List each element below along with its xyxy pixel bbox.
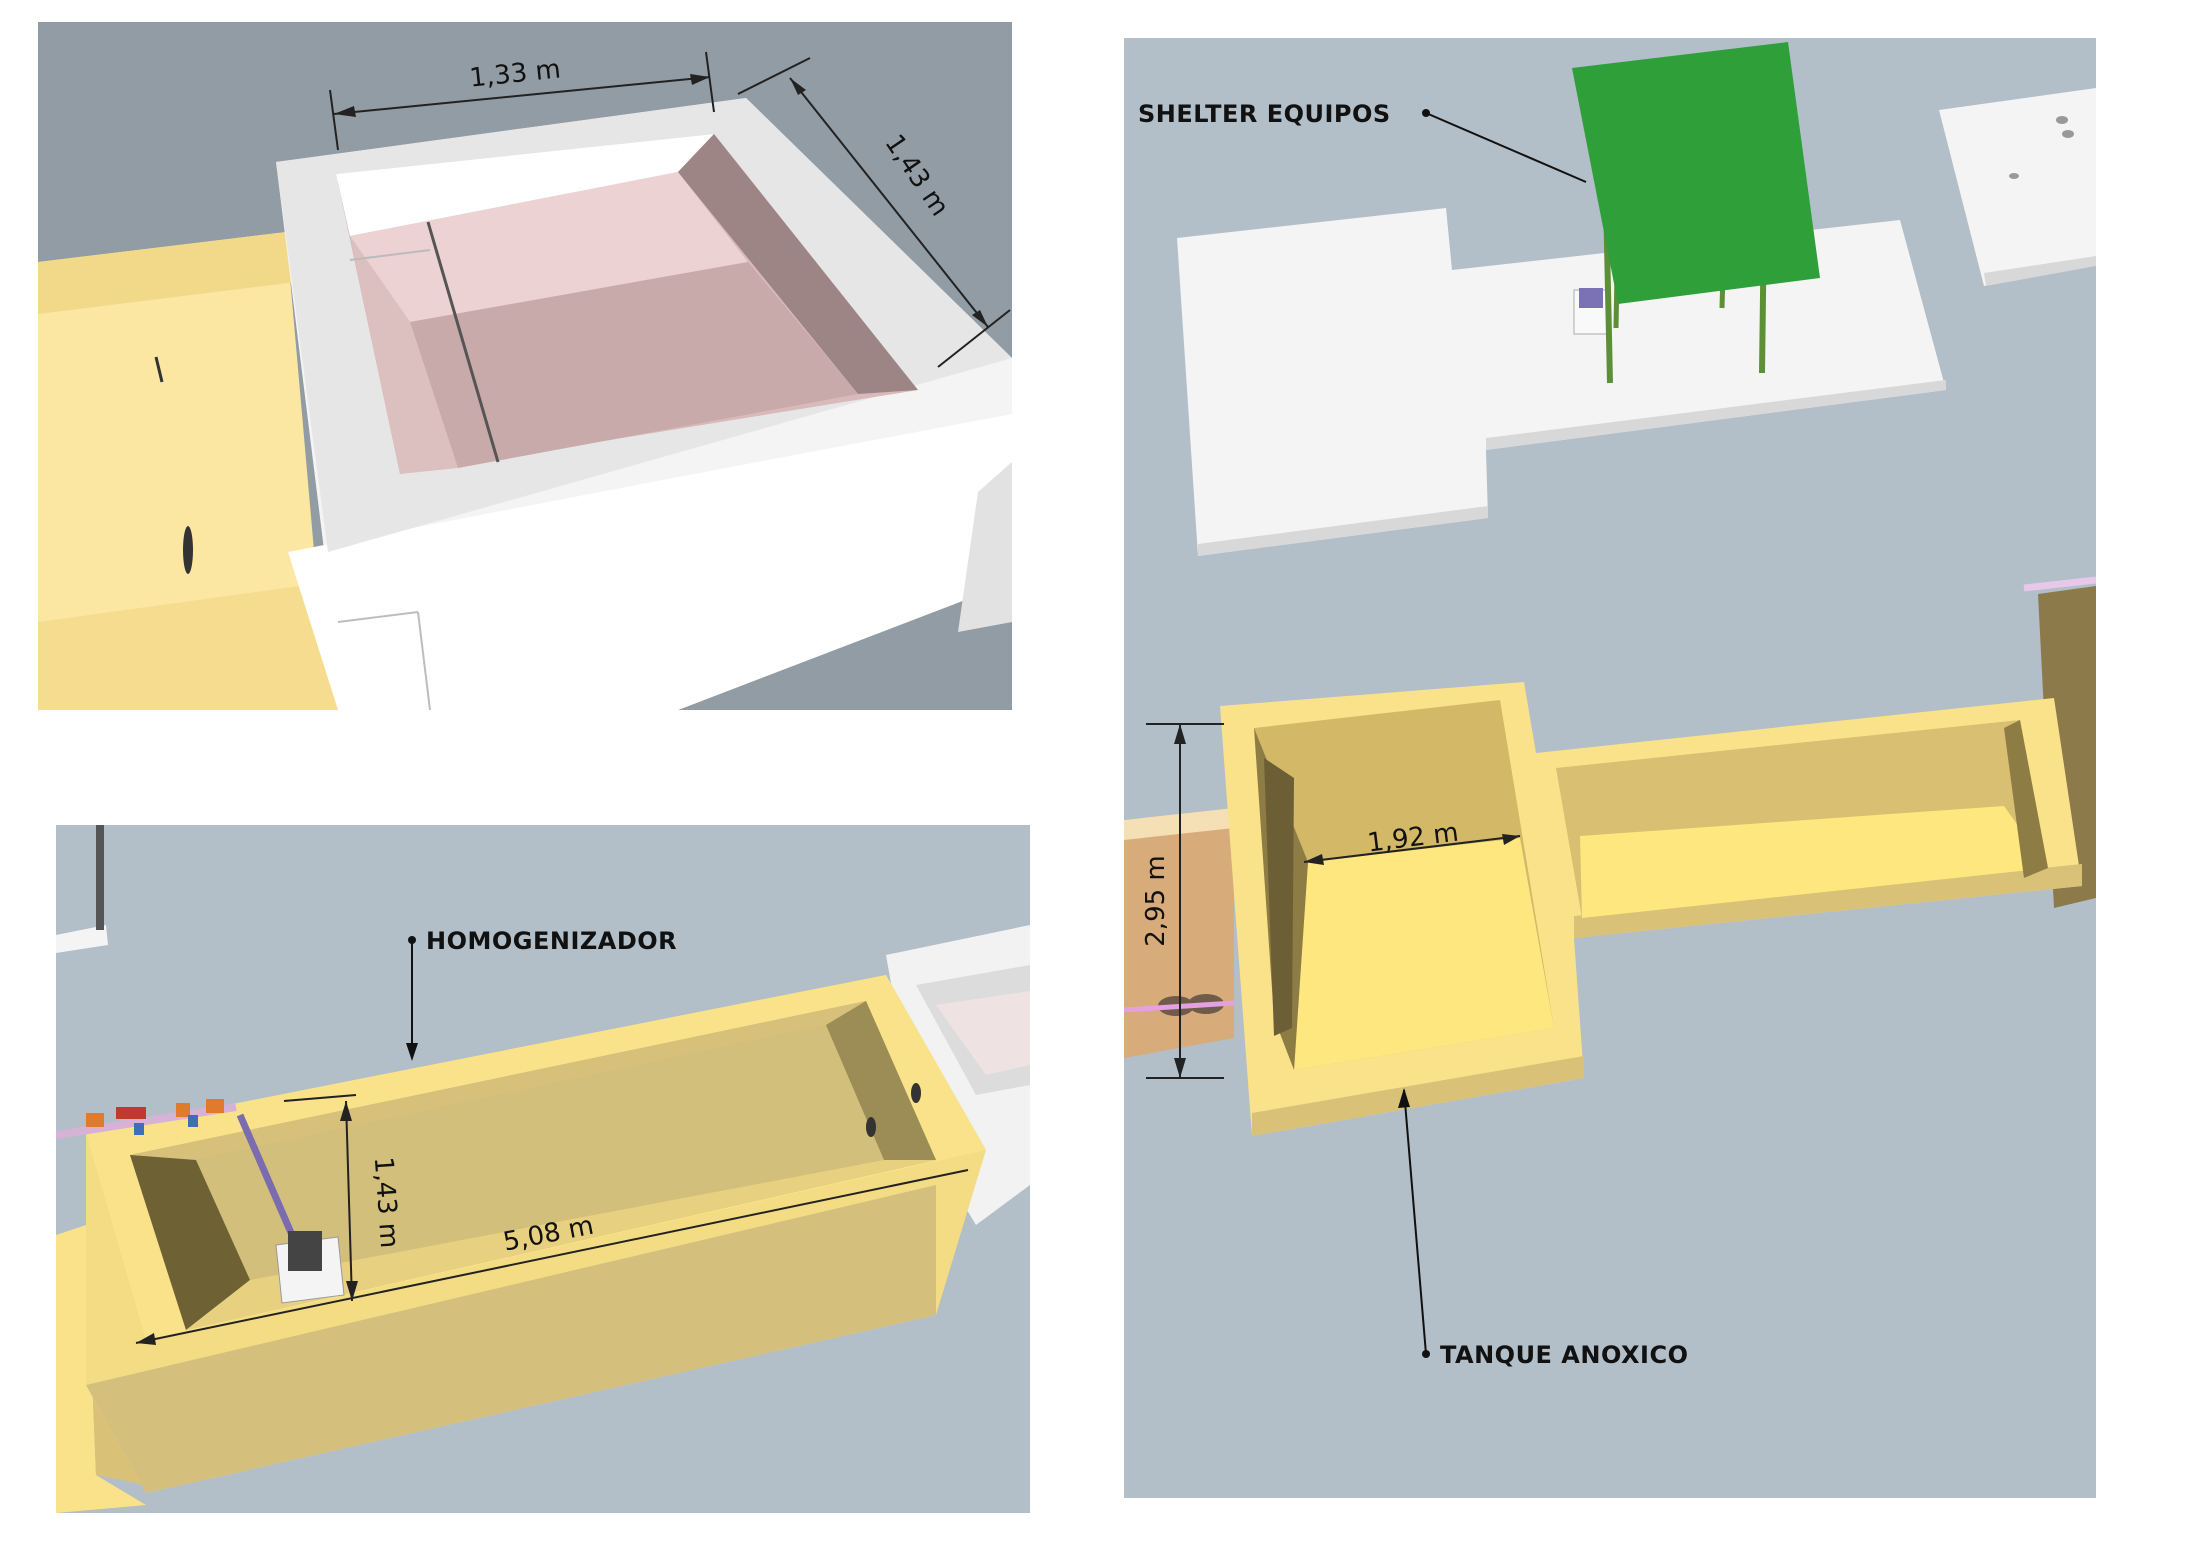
dimension-line-inner-width [1303, 835, 1521, 863]
shelter-roof [1572, 42, 1820, 304]
dimension-line-length [135, 1169, 969, 1344]
pipe-hole [183, 526, 193, 574]
right-drawing: SHELTER EQUIPOS 1,92 m 2,95 m [1124, 38, 2096, 1498]
adjacent-yellow-tank [38, 232, 328, 710]
pump-icon [288, 1231, 322, 1271]
valve-fitting [86, 1113, 104, 1127]
equipment-unit [1579, 288, 1603, 308]
slot-mark [154, 356, 164, 383]
callout-homogenizador: HOMOGENIZADOR [426, 927, 677, 955]
panel-bottom-left-homogenizer-view: HOMOGENIZADOR 1,43 m 5,08 m [56, 825, 1030, 1513]
dimension-line-width [333, 76, 711, 115]
callout-tanque-anoxico: TANQUE ANOXICO [1440, 1341, 1688, 1369]
shelter-platform [1177, 208, 1946, 556]
callout-leader [1403, 1089, 1427, 1355]
bottom-left-drawing: HOMOGENIZADOR 1,43 m 5,08 m [56, 825, 1030, 1513]
inner-shadow-wall [130, 1155, 250, 1330]
dimension-line-height [345, 1100, 353, 1302]
outlet-hole [911, 1083, 921, 1103]
small-slab [1939, 88, 2096, 286]
drop-pipe [236, 1113, 296, 1237]
panel-top-left-tank-view: 1,33 m 1,43 m [38, 22, 1012, 710]
dimension-label-height: 2,95 m [1141, 855, 1171, 946]
outlet-hole-2 [866, 1117, 876, 1137]
callout-shelter-equipos: SHELTER EQUIPOS [1138, 100, 1391, 128]
internal-divider [426, 221, 500, 463]
top-left-drawing: 1,33 m 1,43 m [38, 22, 1012, 710]
panel-right-site-view: SHELTER EQUIPOS 1,92 m 2,95 m [1124, 38, 2096, 1498]
callout-leader [1425, 112, 1587, 183]
dimension-label-height: 1,43 m [368, 1156, 404, 1249]
dimension-line-depth [789, 77, 989, 328]
